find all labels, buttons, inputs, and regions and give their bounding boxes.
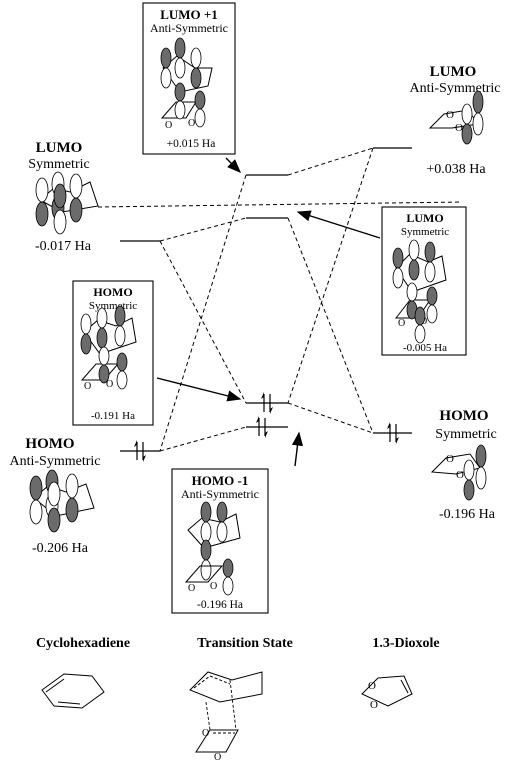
correlation-lines [97, 147, 463, 452]
corr-line [287, 147, 374, 176]
oxygen-label: O [446, 109, 454, 121]
pointer-arrows [156, 157, 381, 467]
ts-homo1-box: HOMO -1 Anti-Symmetric O O -0.196 Ha [171, 468, 269, 614]
orbital-picture: O O [392, 239, 447, 344]
ts-lumo-symmetry: Symmetric [401, 226, 449, 238]
ch-lumo-group: LUMO Symmetric -0.017 Ha [28, 140, 99, 254]
corr-line [159, 426, 247, 452]
ts-homo-box: HOMO Symmetric O O -0.191 Ha [72, 280, 154, 426]
ts-lumo1-energy: +0.015 Ha [167, 138, 216, 150]
ts-homo-title: HOMO [93, 285, 132, 299]
ts-homo-electrons [261, 392, 273, 414]
col-label-dioxole: 1.3-Dioxole [372, 636, 439, 651]
oxygen-label: O [202, 728, 209, 739]
ts-homo1-title: HOMO -1 [192, 473, 249, 488]
dx-homo-symmetry: Symmetric [435, 427, 496, 442]
arrow-ts-homo1 [291, 431, 304, 467]
orbital-picture: O O [428, 90, 484, 145]
dx-homo-group: HOMO Symmetric O O -0.196 Ha [430, 408, 497, 522]
dx-lumo-symmetry: Anti-Symmetric [410, 81, 501, 96]
corr-line [287, 217, 374, 434]
ts-lumo1-title: LUMO +1 [160, 7, 218, 22]
corr-line [159, 217, 247, 242]
dx-lumo-group: LUMO Anti-Symmetric O O +0.038 Ha [410, 64, 501, 177]
orbital-picture [35, 171, 99, 235]
corr-line [97, 201, 463, 208]
col-label-transition-state: Transition State [197, 636, 293, 651]
dx-lumo-energy: +0.038 Ha [426, 162, 486, 177]
dioxole-structure: O O [361, 675, 413, 711]
ts-homo1-electrons [256, 416, 268, 438]
oxygen-label: O [188, 118, 195, 129]
ch-homo-group: HOMO Anti-Symmetric -0.206 Ha [10, 436, 101, 556]
dx-homo-title: HOMO [439, 408, 488, 424]
dx-lumo-title: LUMO [430, 64, 477, 80]
energy-levels [120, 147, 412, 452]
orbital-picture: O O [160, 37, 213, 131]
arrow-ts-homo [156, 377, 242, 402]
ch-homo-electrons [134, 440, 146, 462]
ts-lumo1-box: LUMO +1 Anti-Symmetric O O +0.015 Ha [142, 2, 236, 155]
dx-homo-electrons [387, 422, 399, 444]
transition-state-structure: O O [189, 671, 263, 763]
ch-homo-energy: -0.206 Ha [32, 541, 89, 556]
electron-pairs [134, 392, 399, 462]
orbital-picture: O O [80, 305, 137, 392]
oxygen-label: O [188, 583, 195, 594]
corr-line [159, 174, 247, 452]
cyclohexadiene-structure [41, 673, 105, 709]
corr-line [159, 240, 247, 404]
oxygen-label: O [368, 680, 376, 692]
ts-homo1-energy: -0.196 Ha [197, 599, 243, 611]
col-label-cyclohexadiene: Cyclohexadiene [36, 636, 130, 651]
ts-lumo1-symmetry: Anti-Symmetric [150, 21, 228, 35]
oxygen-label: O [446, 453, 454, 465]
orbital-picture [29, 469, 95, 533]
ts-lumo-title: LUMO [406, 211, 443, 225]
oxygen-label: O [370, 699, 378, 711]
arrow-lumo1 [225, 157, 241, 173]
orbital-picture: O O [430, 444, 487, 501]
oxygen-label: O [214, 752, 221, 763]
ts-lumo-box: LUMO Symmetric O O -0.005 Ha [381, 206, 467, 356]
oxygen-label: O [455, 122, 463, 134]
ch-lumo-energy: -0.017 Ha [35, 239, 92, 254]
corr-line [287, 147, 374, 404]
oxygen-label: O [84, 381, 91, 392]
ts-homo1-symmetry: Anti-Symmetric [181, 487, 259, 501]
ch-lumo-title: LUMO [36, 140, 83, 156]
corr-line [287, 402, 374, 434]
oxygen-label: O [398, 318, 405, 329]
arrow-ts-lumo [296, 210, 381, 239]
ch-lumo-symmetry: Symmetric [28, 157, 89, 172]
ch-homo-title: HOMO [25, 436, 74, 452]
dx-homo-energy: -0.196 Ha [439, 507, 496, 522]
ch-homo-symmetry: Anti-Symmetric [10, 454, 101, 469]
ts-homo-energy: -0.191 Ha [91, 410, 135, 422]
oxygen-label: O [165, 120, 172, 131]
oxygen-label: O [456, 469, 464, 481]
ts-lumo-energy: -0.005 Ha [403, 342, 447, 354]
ts-homo-symmetry: Symmetric [89, 300, 137, 312]
orbital-picture: O O [184, 501, 241, 596]
oxygen-label: O [210, 581, 217, 592]
oxygen-label: O [106, 379, 113, 390]
